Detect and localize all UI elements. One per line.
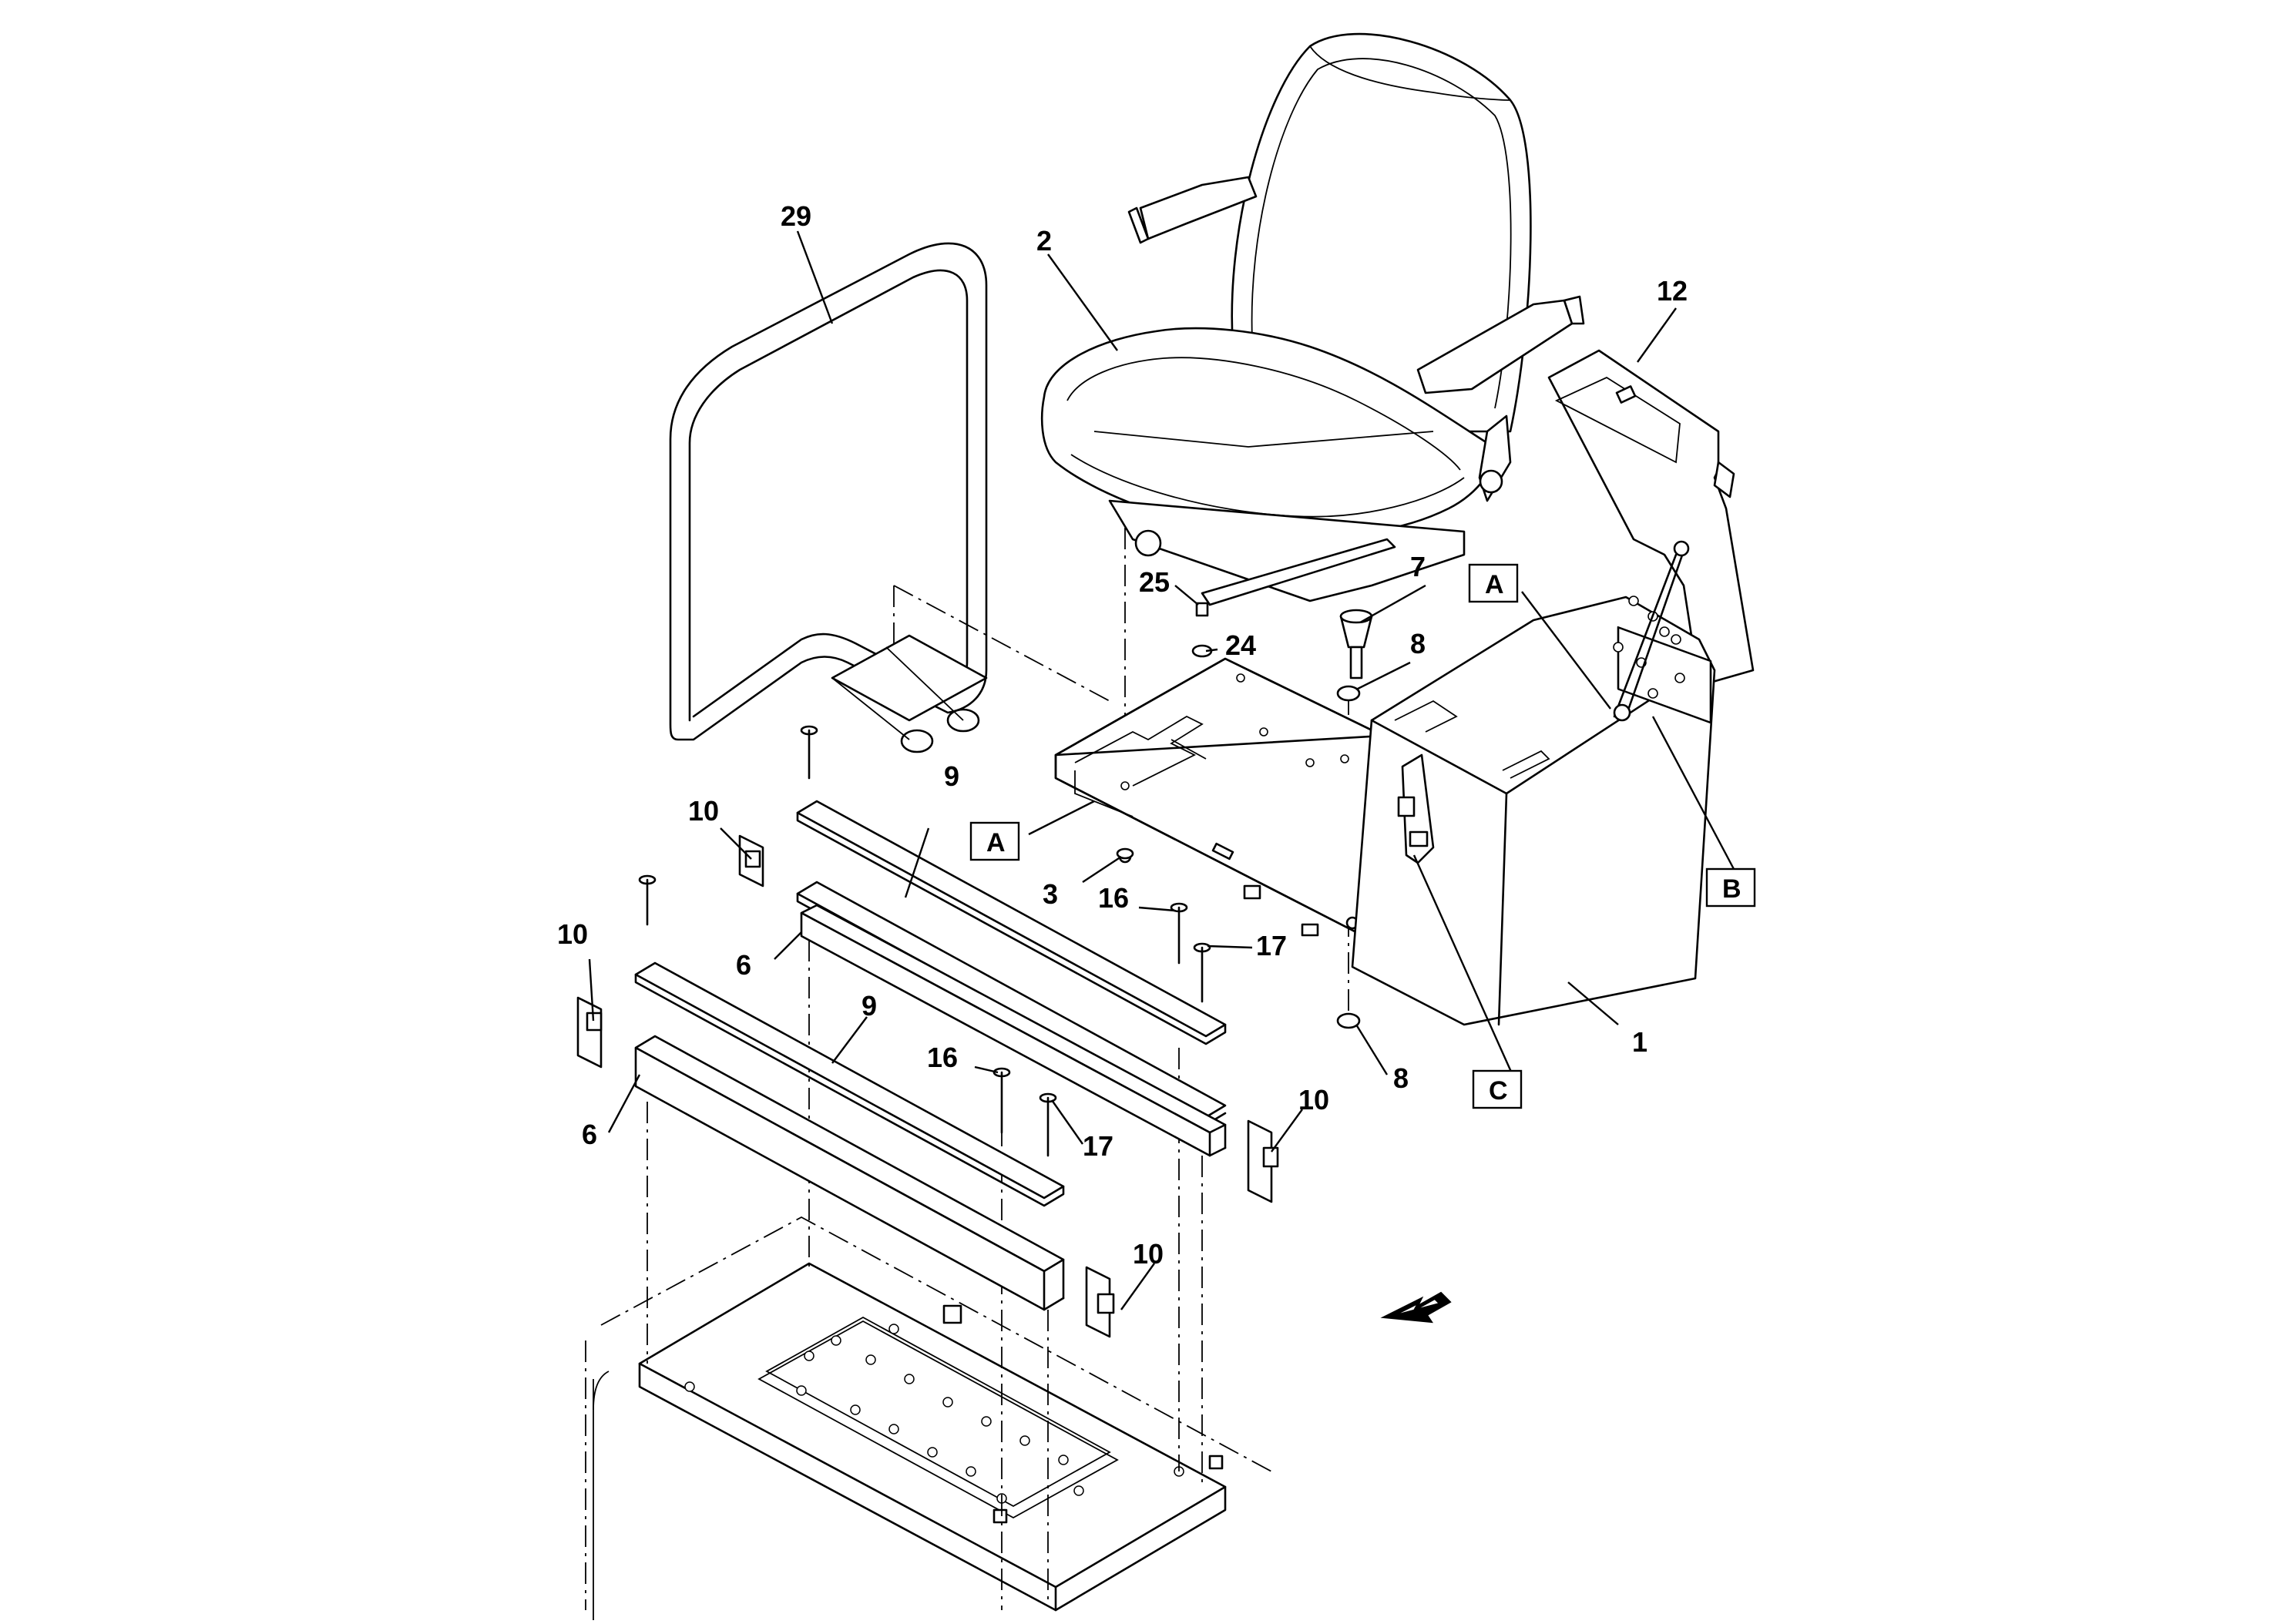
callout-10-right: 10 [1298, 1084, 1329, 1116]
callout-numbers: 29 2 12 7 25 24 8 9 10 3 16 17 6 10 9 16… [557, 200, 1688, 1270]
label-a-left: A [986, 828, 1006, 857]
direction-arrow-icon [1380, 1291, 1452, 1324]
label-b: B [1722, 874, 1741, 904]
seat-frame-plate [1054, 657, 1385, 937]
callout-6-lower: 6 [582, 1119, 597, 1150]
callout-12: 12 [1657, 275, 1688, 307]
callout-10-upper-left: 10 [688, 795, 719, 827]
callout-7: 7 [1410, 551, 1426, 582]
label-c: C [1489, 1076, 1508, 1106]
callout-16-upper: 16 [1098, 882, 1129, 914]
callout-10-bottom: 10 [1133, 1238, 1164, 1270]
boxed-labels: A A B C [969, 563, 1756, 1109]
lower-rails [576, 961, 1115, 1338]
base-platform [585, 1216, 1272, 1620]
callout-2: 2 [1036, 225, 1052, 257]
callout-25: 25 [1139, 566, 1170, 598]
label-a-top: A [1485, 570, 1504, 599]
callout-8-top: 8 [1410, 628, 1426, 659]
leader-lines [588, 230, 1735, 1310]
callout-9-upper: 9 [944, 760, 959, 792]
callout-24: 24 [1225, 629, 1256, 661]
callout-29: 29 [781, 200, 811, 232]
callout-9-lower: 9 [862, 990, 877, 1022]
roll-bar [669, 242, 988, 753]
callout-10-left: 10 [557, 918, 588, 950]
operator-seat [1040, 32, 1585, 606]
fasteners [638, 602, 1373, 1157]
callout-16-lower: 16 [927, 1042, 958, 1073]
callout-6-upper: 6 [736, 949, 751, 981]
callout-17-upper: 17 [1256, 930, 1287, 961]
upper-rails [738, 800, 1279, 1203]
callout-1: 1 [1632, 1026, 1647, 1058]
callout-17-lower: 17 [1083, 1130, 1113, 1162]
callout-8-bottom: 8 [1393, 1062, 1409, 1094]
callout-3: 3 [1043, 878, 1058, 910]
